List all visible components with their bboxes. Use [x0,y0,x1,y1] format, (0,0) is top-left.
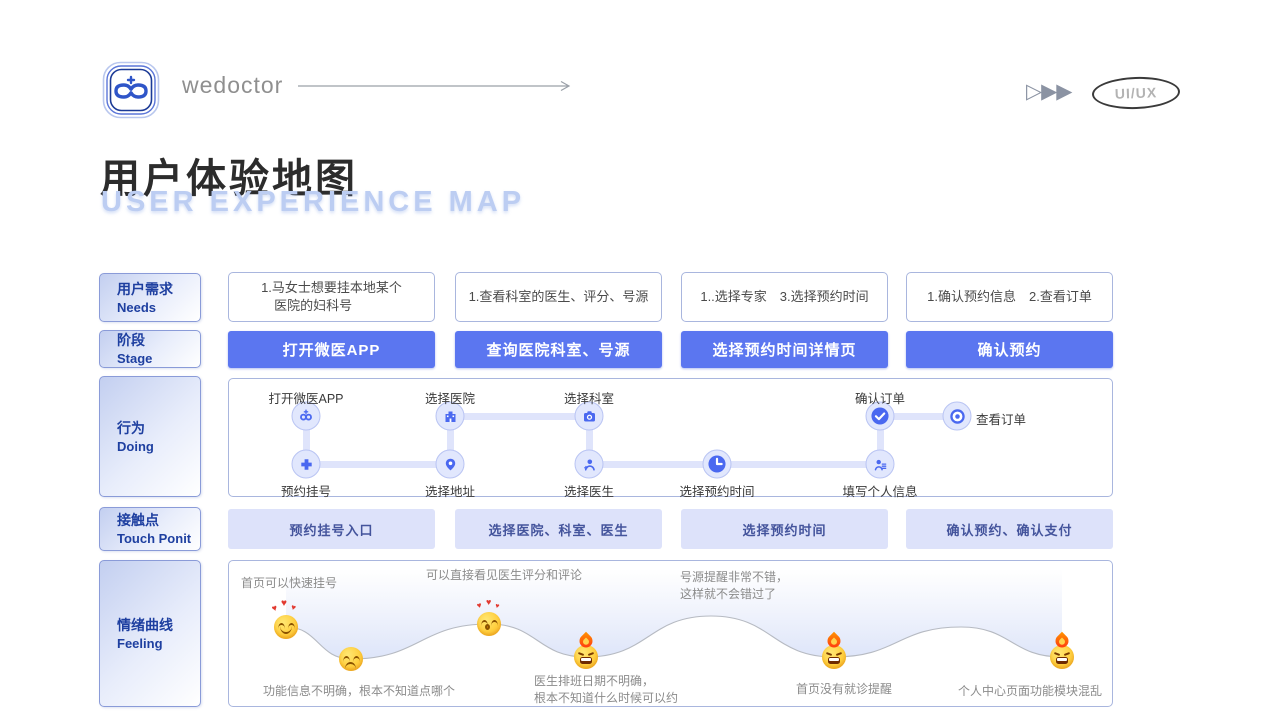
emotion-curve [285,569,1063,660]
doing-step-label: 填写个人信息 [842,485,918,499]
sidebar-doing-zh: 行为 [117,419,145,436]
stage-confirm: 确认预约 [906,331,1113,368]
sidebar-item-needs: 用户需求 Needs [99,273,201,322]
uiux-badge: UI/UX [1091,75,1181,111]
connector [450,412,589,420]
need-card-4: 1.确认预约信息 2.查看订单 [906,272,1113,322]
uiux-badge-label: UI/UX [1114,84,1158,102]
doing-step-label: 选择科室 [563,392,614,406]
touchpoint-card-1-label: 预约挂号入口 [289,522,374,538]
feeling-note: 功能信息不明确，根本不知道点哪个 [263,684,456,698]
feeling-note: 号源提醒非常不错， 这样就不会错过了 [680,570,789,601]
sidebar-feeling-en: Feeling [117,635,163,651]
sidebar-item-stage: 阶段 Stage [99,330,201,368]
need-card-2: 1.查看科室的医生、评分、号源 [455,272,662,322]
sidebar-needs-en: Needs [117,299,157,315]
doing-step-label: 选择医生 [563,485,614,499]
need-card-1-text: 1.马女士想要挂本地某个 医院的妇科号 [261,280,402,313]
sidebar-item-feeling: 情绪曲线 Feeling [99,560,201,707]
need-card-2-text: 1.查看科室的医生、评分、号源 [468,289,649,304]
page-subtitle: USER EXPERIENCE MAP [101,186,526,218]
touchpoint-card-4: 确认预约、确认支付 [906,509,1113,549]
department-icon [574,401,604,431]
stage-open-app: 打开微医APP [228,331,435,368]
doctor-icon [574,449,604,479]
touchpoint-card-2-label: 选择医院、科室、医生 [488,522,629,538]
sidebar-feeling-zh: 情绪曲线 [117,616,173,633]
profile-form-icon [865,449,895,479]
connector [876,416,884,464]
connector [446,416,454,464]
connector [589,460,880,468]
touchpoint-card-3-label: 选择预约时间 [742,522,827,538]
feeling-note: 首页可以快速挂号 [241,576,338,590]
touchpoint-card-2: 选择医院、科室、医生 [455,509,662,549]
sidebar-stage-en: Stage [117,351,153,366]
doing-step-label: 选择地址 [424,485,475,499]
need-card-3: 1..选择专家 3.选择预约时间 [681,272,888,322]
feeling-note: 首页没有就诊提醒 [796,682,893,696]
check-circle-icon [865,401,895,431]
header-arrow-line [298,79,572,98]
sidebar-needs-zh: 用户需求 [117,280,173,297]
sidebar-doing-en: Doing [117,438,154,454]
doing-step-label: 查看订单 [976,413,1027,427]
brand-name: wedoctor [182,72,284,98]
hospital-icon [435,401,465,431]
page-title: 用户体验地图 [100,157,358,201]
feeling-note: 个人中心页面功能模块混乱 [958,684,1103,698]
need-card-4-text: 1.确认预约信息 2.查看订单 [927,289,1092,304]
touchpoint-card-3: 选择预约时间 [681,509,888,549]
medical-cross-icon [291,449,321,479]
doing-step-label: 选择医院 [424,392,475,406]
doing-step-label: 选择预约时间 [679,485,755,499]
doing-step-label: 确认订单 [854,392,905,406]
triple-play-arrows-icon: ▷▶▶ [1026,80,1072,103]
touchpoint-card-4-label: 确认预约、确认支付 [946,522,1073,538]
stage-open-app-label: 打开微医APP [282,342,381,359]
sidebar-item-touchpoint: 接触点 Touch Ponit [99,507,201,551]
connector [585,416,593,464]
clock-icon [702,449,732,479]
wedoctor-logo-icon [102,61,160,124]
sidebar-stage-zh: 阶段 [117,332,145,348]
doing-flow-panel: 打开微医APP 选择医院 选择科室 确认订单 查看订单 预约挂号 选择地址 选择… [228,378,1113,499]
emotion-curve-panel: 首页可以快速挂号 可以直接看见医生评分和评论 号源提醒非常不错， 这样就不会错过… [228,560,1113,707]
connector [880,412,957,420]
feeling-note: 可以直接看见医生评分和评论 [426,568,583,582]
stage-choose-time-label: 选择预约时间详情页 [712,342,857,359]
stage-choose-time: 选择预约时间详情页 [681,331,888,368]
sidebar-item-doing: 行为 Doing [99,376,201,497]
doing-step-label: 打开微医APP [268,392,344,406]
need-card-3-text: 1..选择专家 3.选择预约时间 [700,289,869,304]
sidebar-touchpoint-zh: 接触点 [117,512,159,528]
connector [302,416,310,464]
touchpoint-card-1: 预约挂号入口 [228,509,435,549]
wedoctor-logo-icon [291,401,321,431]
stage-query-hospital: 查询医院科室、号源 [455,331,662,368]
location-pin-icon [435,449,465,479]
feeling-note: 医生排班日期不明确， 根本不知道什么时候可以约 [534,674,679,705]
stage-query-hospital-label: 查询医院科室、号源 [486,342,631,359]
need-card-1: 1.马女士想要挂本地某个 医院的妇科号 [228,272,435,322]
connector [306,460,450,468]
doing-step-label: 预约挂号 [280,485,331,499]
stage-confirm-label: 确认预约 [977,342,1042,359]
sidebar-touchpoint-en: Touch Ponit [117,531,192,546]
view-order-icon [942,401,972,431]
